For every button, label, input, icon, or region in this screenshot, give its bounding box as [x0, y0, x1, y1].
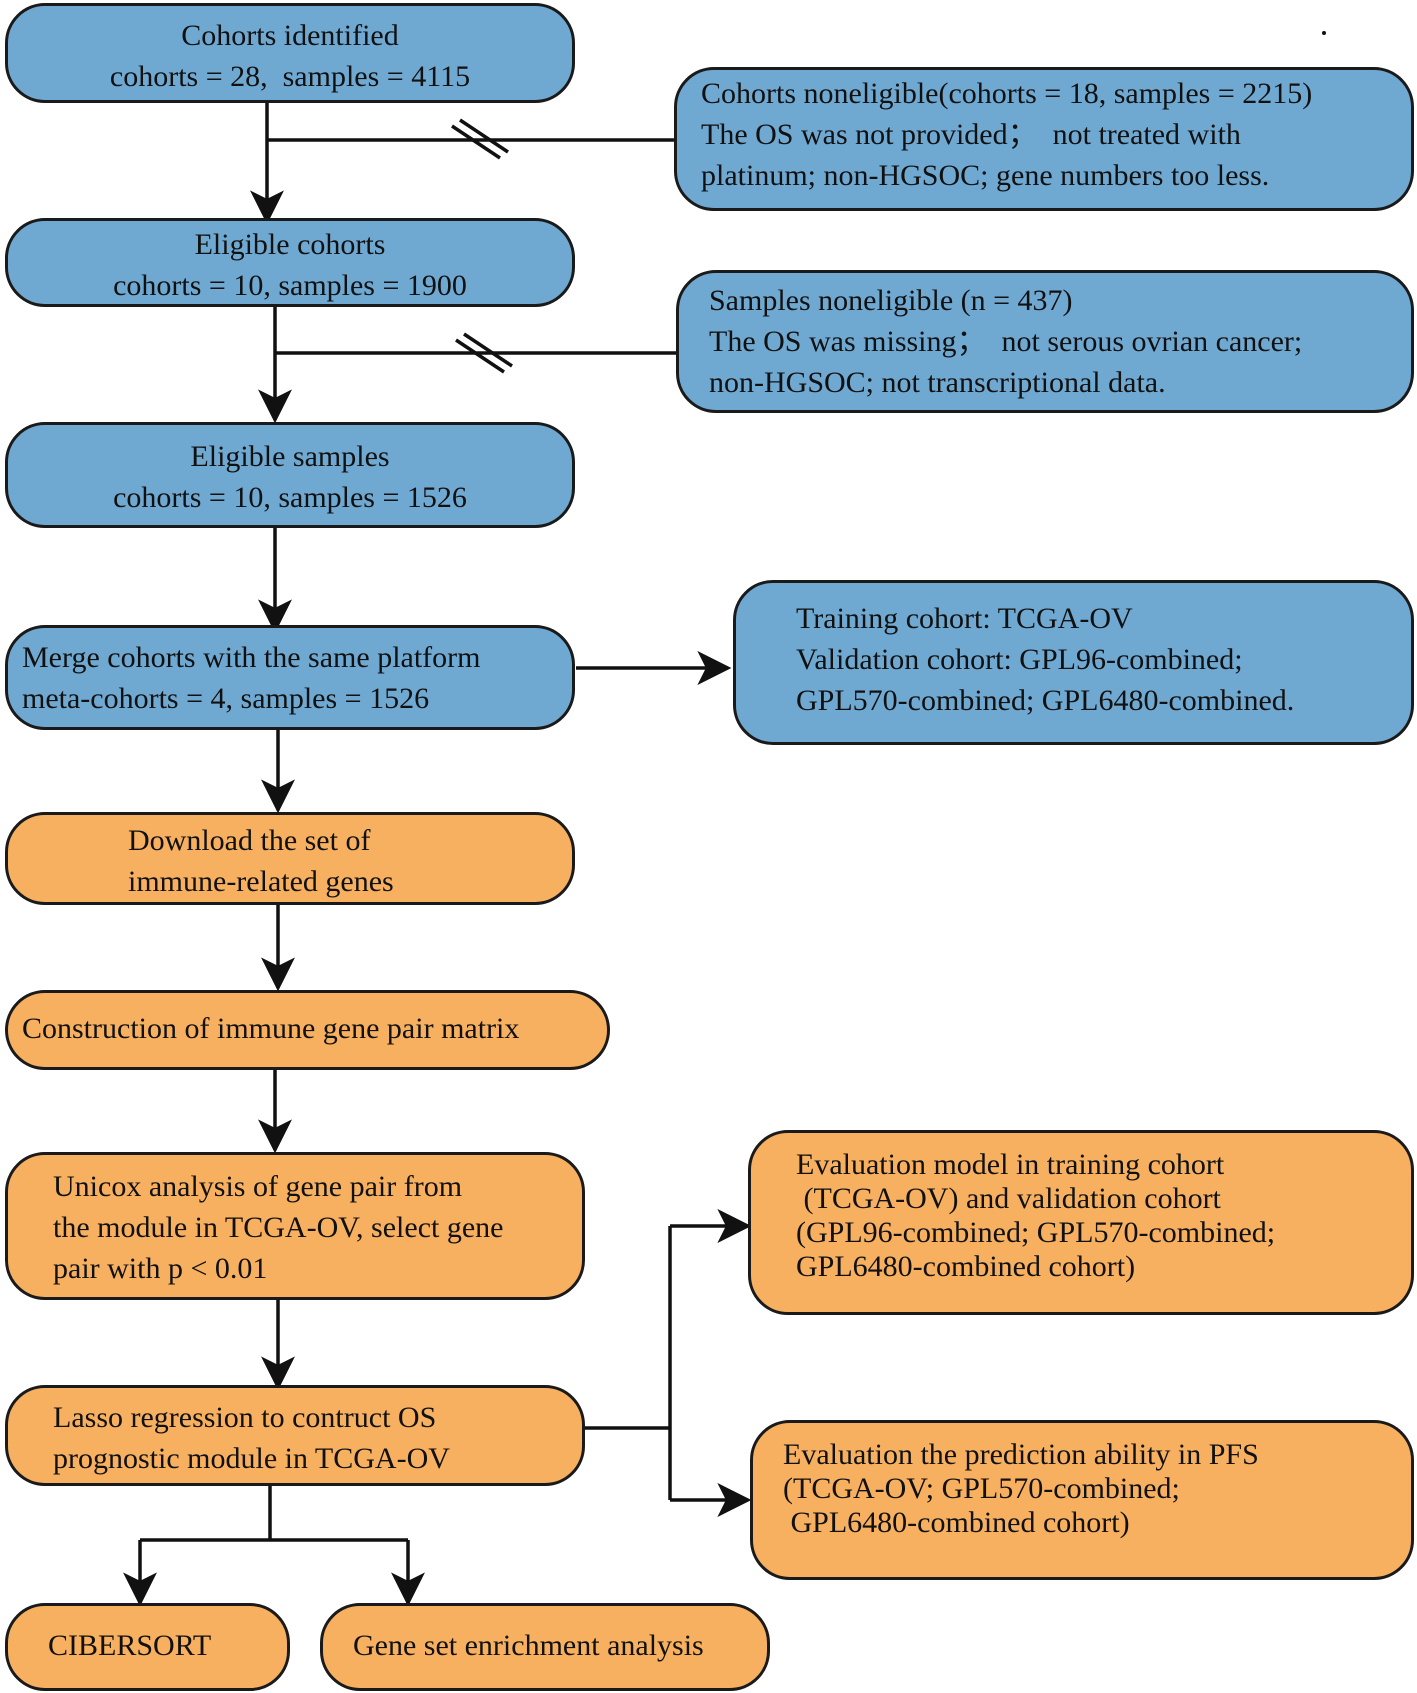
- box-text-line: Gene set enrichment analysis: [353, 1629, 704, 1662]
- evaluation-pfs-box: Evaluation the prediction ability in PFS…: [750, 1420, 1414, 1580]
- box-text-line: GPL6480-combined cohort): [796, 1250, 1136, 1283]
- box-text-line: Lasso regression to contruct OS: [53, 1401, 437, 1434]
- box-text-line: Eligible samples: [190, 440, 390, 473]
- box-text-line: (TCGA-OV; GPL570-combined;: [783, 1472, 1180, 1505]
- samples-noneligible-box: Samples noneligible (n = 437) The OS was…: [676, 270, 1414, 413]
- box-text-line: Merge cohorts with the same platform: [22, 641, 481, 674]
- box-text-line: The OS was not provided； not treated wit…: [701, 118, 1241, 151]
- break-mark-2: [455, 332, 513, 374]
- box-text-line: Samples noneligible (n = 437): [709, 284, 1073, 317]
- box-text-line: Cohorts identified: [181, 19, 399, 52]
- merge-cohorts-box: Merge cohorts with the same platform met…: [5, 625, 575, 730]
- box-text-line: cohorts = 10, samples = 1900: [113, 269, 467, 302]
- box-text-line: Download the set of: [128, 824, 371, 857]
- box-text-line: GPL6480-combined cohort): [783, 1506, 1130, 1539]
- box-text-line: cohorts = 10, samples = 1526: [113, 481, 467, 514]
- box-text-line: prognostic module in TCGA-OV: [53, 1442, 450, 1475]
- lasso-regression-box: Lasso regression to contruct OS prognost…: [5, 1385, 585, 1486]
- box-text-line: Cohorts noneligible(cohorts = 18, sample…: [701, 77, 1313, 110]
- cohorts-noneligible-box: Cohorts noneligible(cohorts = 18, sample…: [674, 67, 1414, 211]
- box-text-line: The OS was missing； not serous ovrian ca…: [709, 325, 1303, 358]
- eligible-samples-box: Eligible samples cohorts = 10, samples =…: [5, 422, 575, 528]
- box-text-line: Validation cohort: GPL96-combined;: [796, 643, 1243, 676]
- box-text-line: CIBERSORT: [48, 1629, 212, 1662]
- stray-dot: [1322, 31, 1326, 35]
- box-text-line: meta-cohorts = 4, samples = 1526: [22, 682, 430, 715]
- box-text-line: Unicox analysis of gene pair from: [53, 1170, 463, 1203]
- box-text-line: Evaluation the prediction ability in PFS: [783, 1438, 1259, 1471]
- cibersort-box: CIBERSORT: [5, 1603, 290, 1691]
- box-text-line: Training cohort: TCGA-OV: [796, 602, 1133, 635]
- box-text-line: platinum; non-HGSOC; gene numbers too le…: [701, 159, 1270, 192]
- construction-matrix-box: Construction of immune gene pair matrix: [5, 990, 610, 1070]
- box-text-line: Construction of immune gene pair matrix: [22, 1012, 520, 1045]
- gsea-box: Gene set enrichment analysis: [320, 1603, 770, 1691]
- box-text-line: (GPL96-combined; GPL570-combined;: [796, 1216, 1276, 1249]
- eligible-cohorts-box: Eligible cohorts cohorts = 10, samples =…: [5, 218, 575, 307]
- break-mark-1: [451, 118, 509, 160]
- cohorts-identified-box: Cohorts identified cohorts = 28, samples…: [5, 3, 575, 103]
- box-text-line: cohorts = 28, samples = 4115: [109, 60, 471, 93]
- box-text-line: immune-related genes: [128, 865, 394, 898]
- download-genes-box: Download the set of immune-related genes: [5, 812, 575, 905]
- box-text-line: pair with p < 0.01: [53, 1252, 268, 1285]
- unicox-analysis-box: Unicox analysis of gene pair from the mo…: [5, 1152, 585, 1300]
- training-validation-box: Training cohort: TCGA-OV Validation coho…: [733, 580, 1414, 745]
- branch-lasso-down: [140, 1484, 408, 1542]
- box-text-line: the module in TCGA-OV, select gene: [53, 1211, 504, 1244]
- evaluation-model-box: Evaluation model in training cohort (TCG…: [748, 1130, 1414, 1315]
- box-text-line: non-HGSOC; not transcriptional data.: [709, 366, 1166, 399]
- box-text-line: Eligible cohorts: [194, 228, 386, 261]
- box-text-line: Evaluation model in training cohort: [796, 1148, 1225, 1181]
- box-text-line: GPL570-combined; GPL6480-combined.: [796, 684, 1295, 717]
- box-text-line: (TCGA-OV) and validation cohort: [796, 1182, 1221, 1215]
